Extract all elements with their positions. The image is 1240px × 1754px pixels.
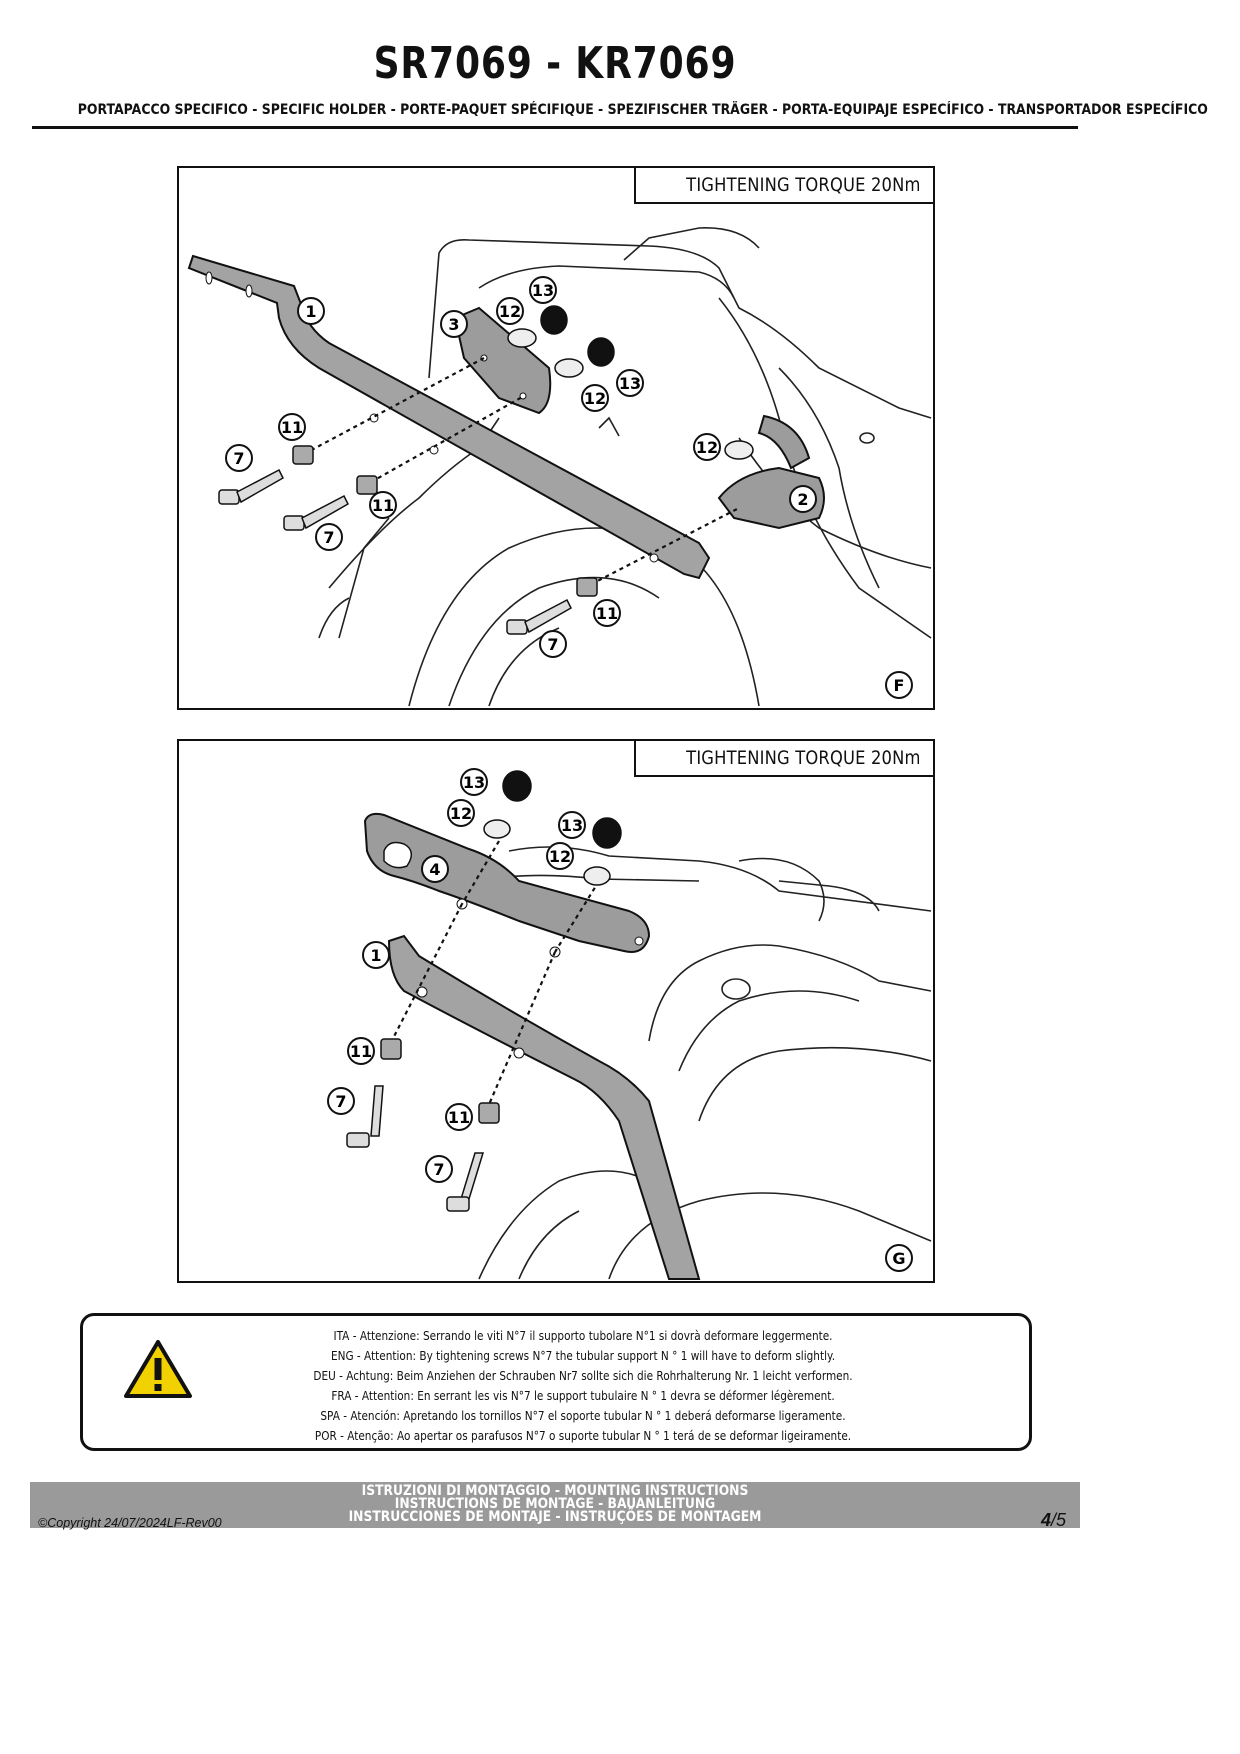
callout-11: 11 [278, 413, 306, 441]
callout-number: 12 [696, 438, 718, 457]
warning-line-por: POR - Atenção: Ao apertar os parafusos N… [314, 1428, 852, 1443]
page-number: 4/5 [1040, 1510, 1066, 1530]
assembly-diagram-g: TIGHTENING TORQUE 20Nm 1 4 7 7 11 11 12 … [177, 739, 935, 1283]
callout-number: 3 [448, 315, 459, 334]
callout-number: 2 [797, 490, 808, 509]
callout-13: 13 [616, 369, 644, 397]
callout-number: 4 [429, 860, 440, 879]
step-label-g: G [885, 1244, 913, 1272]
callout-number: 13 [619, 374, 641, 393]
callout-11: 11 [347, 1037, 375, 1065]
callout-number: 13 [561, 816, 583, 835]
assembly-illustration-g [346, 770, 932, 1280]
callout-number: 12 [450, 804, 472, 823]
callouts-f: 1 2 3 7 7 7 11 11 11 12 12 12 13 13 F [225, 276, 913, 699]
callout-7: 7 [539, 630, 567, 658]
callout-number: 7 [433, 1160, 444, 1179]
callout-12: 12 [546, 842, 574, 870]
document-subtitle: PORTAPACCO SPECIFICO - SPECIFIC HOLDER -… [77, 102, 1208, 118]
callout-12: 12 [581, 384, 609, 412]
callout-number: 12 [549, 847, 571, 866]
callout-number: 11 [448, 1108, 470, 1127]
callouts-g: 1 4 7 7 11 11 12 12 13 13 G [327, 768, 913, 1272]
callout-7: 7 [225, 444, 253, 472]
callout-7: 7 [327, 1087, 355, 1115]
document-title: SR7069 - KR7069 [373, 38, 737, 89]
warning-line-spa: SPA - Atención: Apretando los tornillos … [320, 1408, 846, 1423]
callout-number: 7 [233, 449, 244, 468]
footer-bar: ISTRUZIONI DI MONTAGGIO - MOUNTING INSTR… [30, 1482, 1080, 1530]
callout-13: 13 [529, 276, 557, 304]
step-label-f: F [885, 671, 913, 699]
callout-number: 11 [281, 418, 303, 437]
torque-label: TIGHTENING TORQUE 20Nm [634, 168, 933, 204]
callout-number: G [892, 1249, 905, 1268]
callout-13: 13 [558, 811, 586, 839]
callout-11: 11 [445, 1103, 473, 1131]
callout-number: 12 [499, 302, 521, 321]
callout-11: 11 [593, 599, 621, 627]
callout-12: 12 [496, 297, 524, 325]
assembly-diagram-f: TIGHTENING TORQUE 20Nm 1 2 3 7 7 7 11 11… [177, 166, 935, 710]
footer-title: ISTRUZIONI DI MONTAGGIO - MOUNTING INSTR… [348, 1483, 762, 1525]
warning-line-deu: DEU - Achtung: Beim Anziehen der Schraub… [313, 1368, 853, 1383]
header-divider [32, 126, 1078, 129]
callout-number: 7 [335, 1092, 346, 1111]
callout-number: 11 [372, 496, 394, 515]
callout-number: 13 [532, 281, 554, 300]
callout-7: 7 [315, 523, 343, 551]
callout-3: 3 [440, 310, 468, 338]
callout-11: 11 [369, 491, 397, 519]
assembly-illustration-f [187, 227, 932, 707]
warning-triangle-icon [124, 1340, 192, 1398]
callout-2: 2 [789, 485, 817, 513]
callout-number: 12 [584, 389, 606, 408]
copyright-notice: ©Copyright 24/07/2024LF-Rev00 [38, 1516, 222, 1530]
warning-line-eng: ENG - Attention: By tightening screws N°… [330, 1348, 836, 1363]
callout-4: 4 [421, 855, 449, 883]
callout-number: 11 [596, 604, 618, 623]
warning-text: ITA - Attenzione: Serrando le viti N°7 i… [233, 1326, 933, 1446]
torque-label: TIGHTENING TORQUE 20Nm [634, 741, 933, 777]
callout-number: 7 [547, 635, 558, 654]
callout-7: 7 [425, 1155, 453, 1183]
callout-number: F [894, 676, 905, 695]
warning-box: ITA - Attenzione: Serrando le viti N°7 i… [80, 1313, 1032, 1451]
callout-1: 1 [362, 941, 390, 969]
callout-12: 12 [693, 433, 721, 461]
warning-line-ita: ITA - Attenzione: Serrando le viti N°7 i… [333, 1328, 833, 1343]
callout-13: 13 [460, 768, 488, 796]
callout-number: 13 [463, 773, 485, 792]
callout-12: 12 [447, 799, 475, 827]
callout-number: 7 [323, 528, 334, 547]
warning-line-fra: FRA - Attention: En serrant les vis N°7 … [331, 1388, 835, 1403]
callout-number: 1 [370, 946, 381, 965]
callout-number: 1 [305, 302, 316, 321]
callout-number: 11 [350, 1042, 372, 1061]
callout-1: 1 [297, 297, 325, 325]
